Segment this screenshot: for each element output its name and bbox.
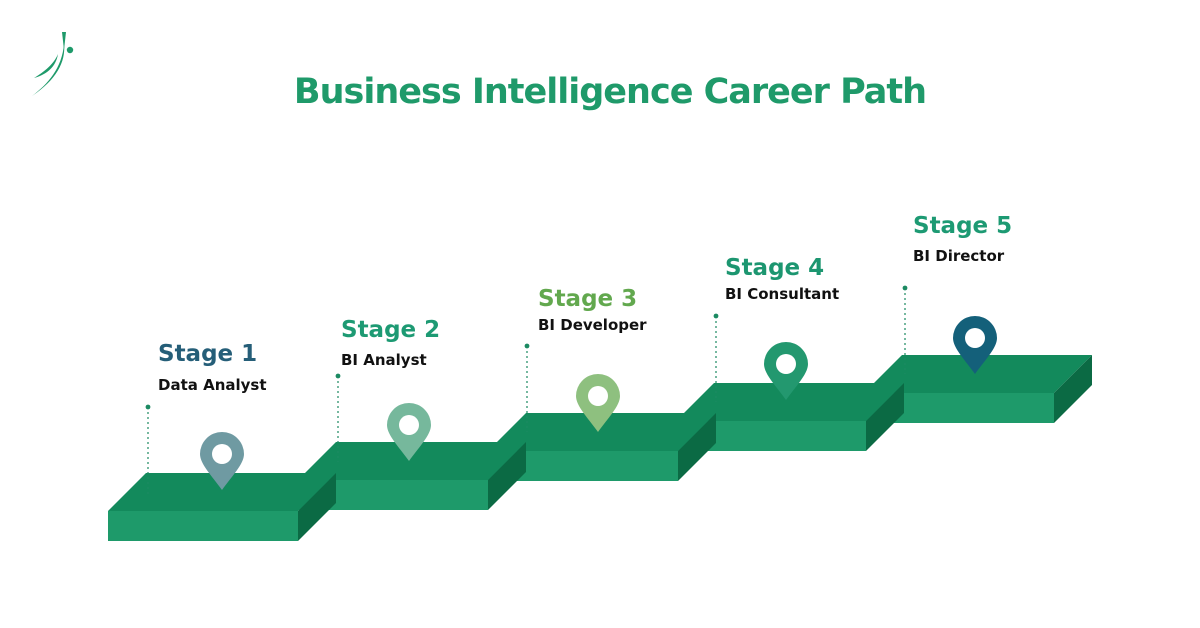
- stage-5-pin-icon: [953, 316, 997, 374]
- stage-3-pin-hole: [588, 386, 608, 406]
- step-4-top: [676, 383, 904, 421]
- stage-4-label: Stage 4: [725, 255, 825, 281]
- stage-2-connector-dot: [335, 373, 341, 379]
- stage-2-pin-icon: [387, 403, 431, 461]
- stage-1-pin-icon: [200, 432, 244, 490]
- stage-4-pin-hole: [776, 354, 796, 374]
- stage-1-label: Stage 1: [158, 341, 258, 367]
- stage-2-role: BI Analyst: [341, 351, 427, 369]
- step-5-side: [1054, 355, 1092, 423]
- stage-5-role: BI Director: [913, 247, 1005, 265]
- steps-layer: [108, 355, 1092, 541]
- stage-1-pin-hole: [212, 444, 232, 464]
- step-1-top: [108, 473, 336, 511]
- connectors-layer: [145, 285, 908, 495]
- step-3-side: [678, 413, 716, 481]
- brand-logo: [32, 32, 74, 96]
- stage-1-role: Data Analyst: [158, 376, 267, 394]
- stage-4-pin-icon: [764, 342, 808, 400]
- stage-3-connector-dot: [524, 343, 530, 349]
- logo-swoosh: [32, 44, 65, 96]
- stage-3-role: BI Developer: [538, 316, 647, 334]
- stage-1-connector-dot: [145, 404, 151, 410]
- logo-arm: [62, 32, 66, 50]
- step-3-top: [488, 413, 716, 451]
- stage-3-label: Stage 3: [538, 286, 638, 312]
- step-1-front: [108, 511, 298, 541]
- stage-4-connector-dot: [713, 313, 719, 319]
- logo-head: [66, 46, 74, 54]
- stage-3-pin-icon: [576, 374, 620, 432]
- stage-5-pin-hole: [965, 328, 985, 348]
- stage-2-label: Stage 2: [341, 317, 441, 343]
- step-1-side: [298, 473, 336, 541]
- step-2-side: [488, 442, 526, 510]
- step-2-top: [298, 442, 526, 480]
- stage-4-role: BI Consultant: [725, 285, 840, 303]
- step-5-top: [864, 355, 1092, 393]
- stage-5-connector-dot: [902, 285, 908, 291]
- pins-layer: [200, 316, 997, 490]
- stage-2-pin-hole: [399, 415, 419, 435]
- stage-5-label: Stage 5: [913, 213, 1013, 239]
- step-4-side: [866, 383, 904, 451]
- page-title: Business Intelligence Career Path: [293, 72, 927, 112]
- step-1: [108, 473, 336, 541]
